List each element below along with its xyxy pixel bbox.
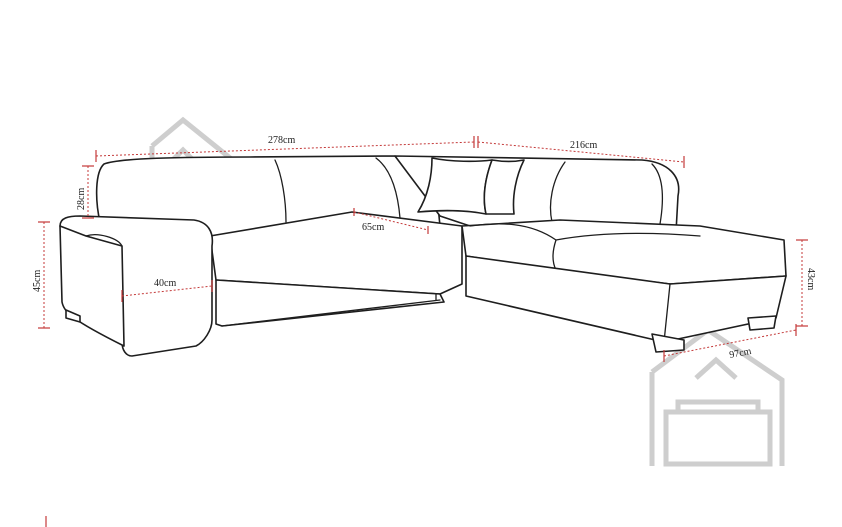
bed-drawer: [215, 279, 445, 327]
dimension-annotations: 278cm 216cm 28cm 45cm 65cm: [32, 135, 816, 527]
label-armrest-width: 40cm: [154, 278, 176, 289]
label-total-height: 45cm: [32, 270, 43, 292]
armrest-side: [59, 225, 125, 347]
label-chaise-height: 43cm: [805, 268, 816, 290]
label-length-left: 278cm: [268, 135, 295, 146]
sofa-leg: [747, 315, 777, 331]
dimension-total-height: 45cm: [32, 221, 50, 329]
sofa-leg: [65, 309, 81, 323]
label-backrest-height: 28cm: [76, 188, 87, 210]
armrest-left: [59, 215, 214, 357]
label-seat-depth: 65cm: [362, 222, 384, 233]
label-chaise-width: 97cm: [728, 346, 752, 361]
dimension-armrest-width: 40cm: [121, 278, 213, 302]
dimension-seat-depth: 65cm: [353, 208, 429, 234]
sofa-leg: [651, 333, 685, 353]
label-length-right: 216cm: [570, 140, 597, 151]
dimension-backrest-height: 28cm: [76, 165, 94, 219]
dimension-chaise-width: 97cm: [663, 324, 797, 362]
throw-pillow: [483, 159, 525, 215]
dimension-length-left: 278cm: [95, 135, 475, 162]
corner-sofa-outline: [59, 155, 787, 357]
dimension-length-right: 216cm: [477, 136, 685, 168]
dimension-chaise-height: 43cm: [796, 239, 816, 327]
